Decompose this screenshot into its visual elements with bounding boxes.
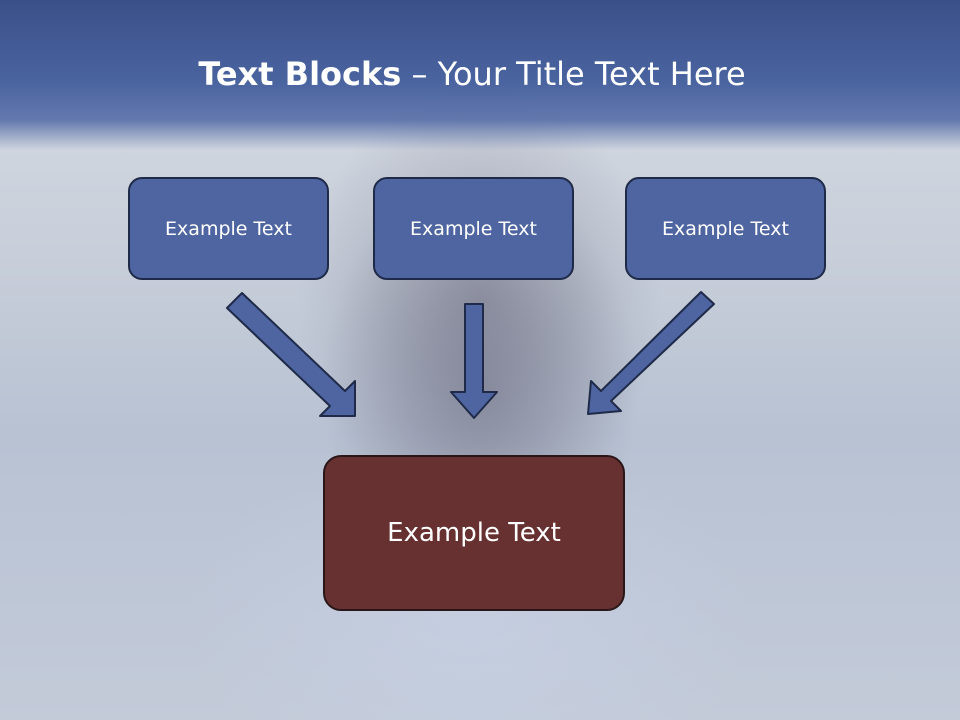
title-bold: Text Blocks <box>198 55 402 93</box>
arrow-right <box>587 291 715 415</box>
main-block-label: Example Text <box>387 518 561 548</box>
text-block-3[interactable]: Example Text <box>625 177 826 280</box>
text-block-label: Example Text <box>165 217 292 240</box>
title-bar <box>0 0 960 150</box>
main-text-block[interactable]: Example Text <box>323 455 625 611</box>
title-rest: – Your Title Text Here <box>401 55 746 93</box>
arrow-center <box>450 303 498 419</box>
text-block-label: Example Text <box>662 217 789 240</box>
text-block-1[interactable]: Example Text <box>128 177 329 280</box>
text-block-label: Example Text <box>410 217 537 240</box>
text-block-2[interactable]: Example Text <box>373 177 574 280</box>
slide-title: Text Blocks – Your Title Text Here <box>0 52 944 96</box>
arrow-left <box>226 292 356 417</box>
